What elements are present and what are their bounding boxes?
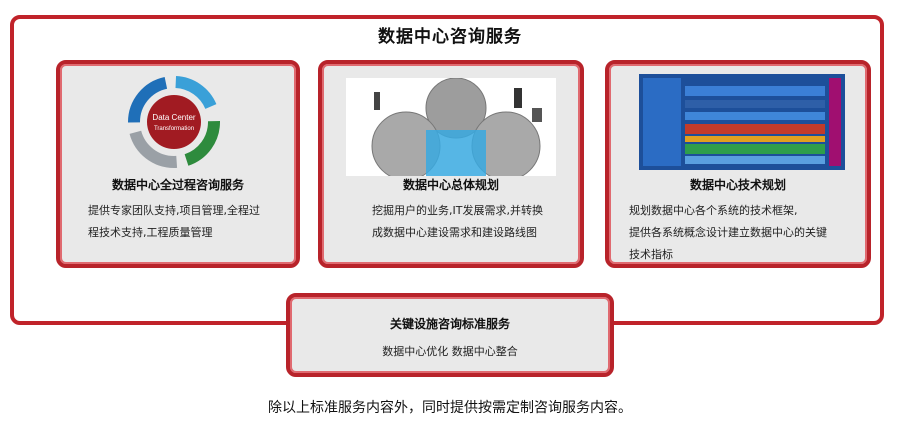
venn-planning-diagram (346, 78, 556, 176)
card-title: 数据中心总体规划 (402, 178, 499, 192)
footer-note: 除以上标准服务内容外，同时提供按需定制咨询服务内容。 (268, 400, 632, 416)
cycle-arrows-diagram: Data Center Transformation (128, 76, 220, 168)
desc-line: 技术指标 (629, 248, 673, 261)
card-description: 数据中心优化 数据中心整合 (290, 341, 610, 363)
desc-line: 规划数据中心各个系统的技术框架, (629, 204, 798, 217)
image-caption-line-2: Transformation (154, 126, 194, 132)
desc-line: 程技术支持,工程质量管理 (88, 226, 213, 239)
desc-line: 挖掘用户的业务,IT发展需求,并转换 (372, 204, 543, 217)
full-process-consulting-card: Data Center Transformation 数据中心全过程咨询服务 提… (56, 60, 300, 268)
technical-architecture-diagram (639, 74, 845, 170)
card-title: 数据中心技术规划 (689, 178, 786, 192)
card-title: 数据中心全过程咨询服务 (111, 178, 244, 192)
key-facilities-consulting-card: 关键设施咨询标准服务 数据中心优化 数据中心整合 (286, 293, 614, 377)
page-title: 数据中心咨询服务 (378, 27, 522, 47)
desc-line: 提供各系统概念设计建立数据中心的关键 (629, 226, 827, 239)
card-description: 挖掘用户的业务,IT发展需求,并转换 成数据中心建设需求和建设路线图 (372, 200, 543, 244)
overall-planning-card: 数据中心总体规划 挖掘用户的业务,IT发展需求,并转换 成数据中心建设需求和建设… (318, 60, 584, 268)
card-description: 规划数据中心各个系统的技术框架, 提供各系统概念设计建立数据中心的关键 技术指标 (629, 200, 827, 266)
technical-planning-card: 数据中心技术规划 规划数据中心各个系统的技术框架, 提供各系统概念设计建立数据中… (605, 60, 871, 268)
card-title: 关键设施咨询标准服务 (389, 317, 510, 331)
card-description: 提供专家团队支持,项目管理,全程过 程技术支持,工程质量管理 (88, 200, 260, 244)
desc-line: 提供专家团队支持,项目管理,全程过 (88, 204, 260, 217)
desc-line: 成数据中心建设需求和建设路线图 (372, 226, 537, 239)
image-caption-line-1: Data Center (152, 113, 195, 122)
desc-line: 数据中心优化 数据中心整合 (382, 345, 518, 358)
